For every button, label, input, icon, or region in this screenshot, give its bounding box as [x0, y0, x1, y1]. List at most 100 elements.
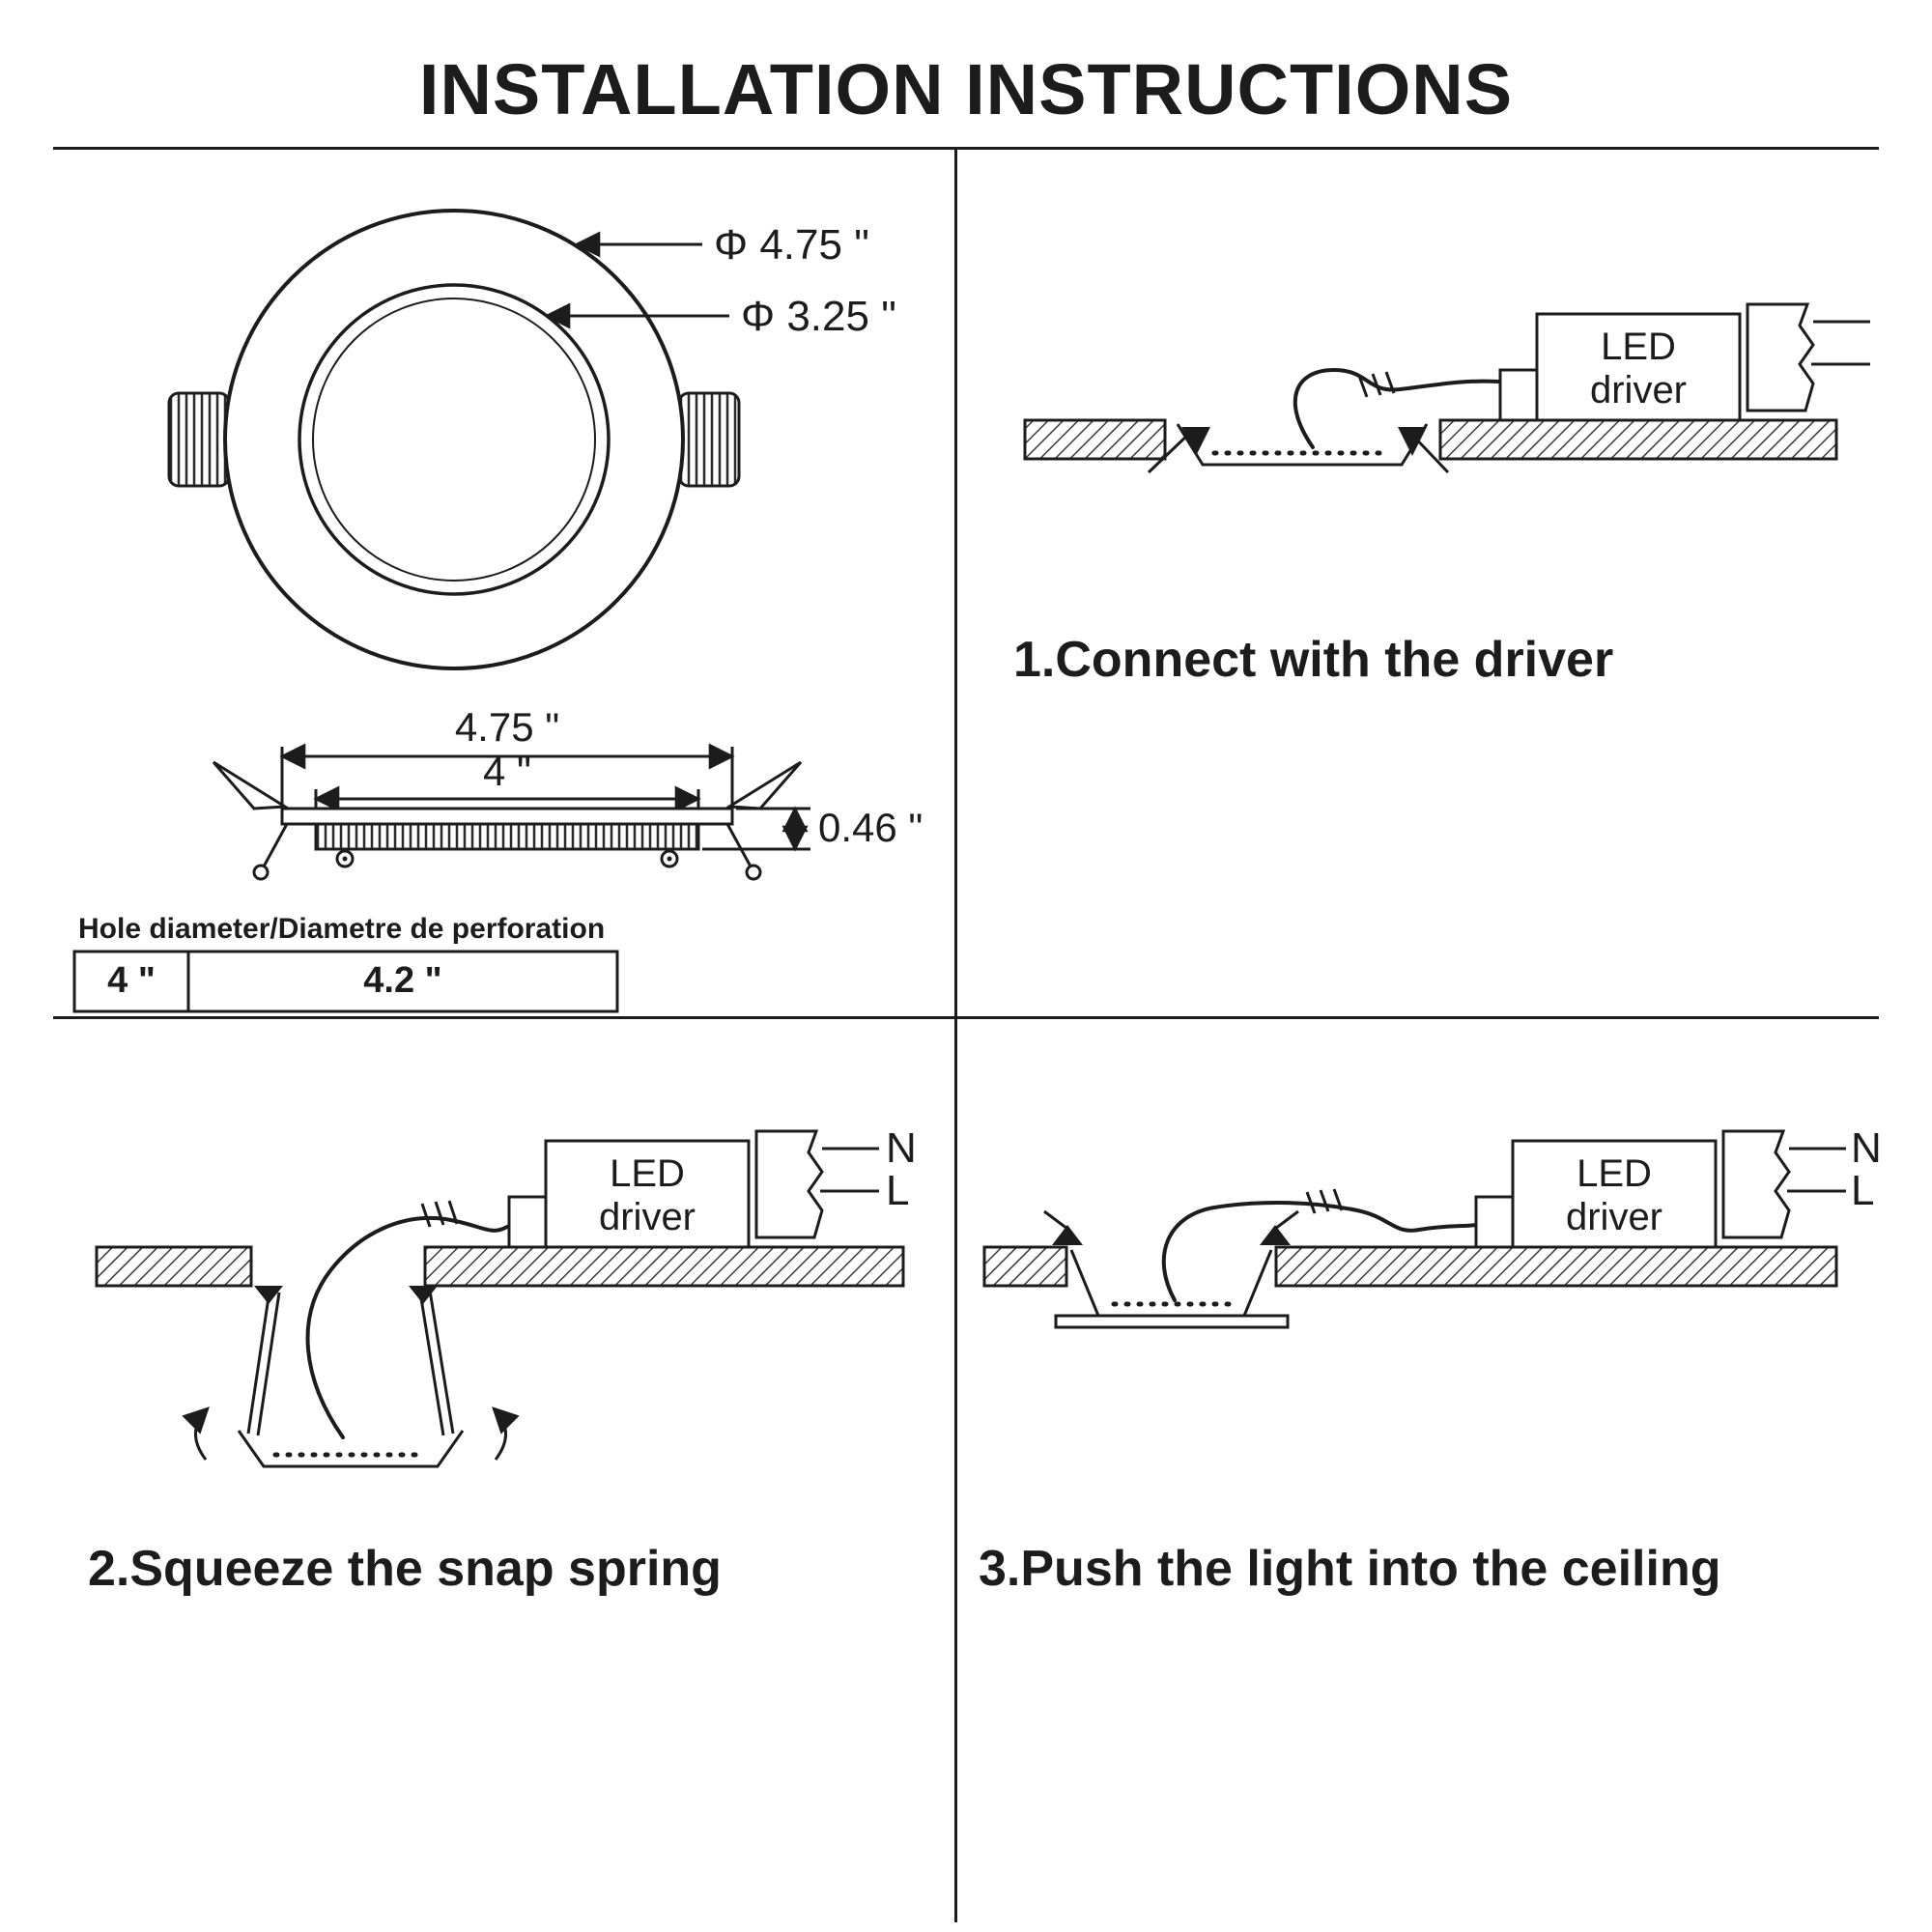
spring-foot-right: [409, 1286, 438, 1304]
squeeze-arrow-left: [182, 1406, 210, 1461]
divider-vertical: [954, 147, 957, 1922]
driver-box: [1535, 312, 1742, 422]
screw-left-dot: [342, 856, 348, 862]
divider-horizontal: [53, 1016, 1879, 1019]
driver-label-line1: LED: [1577, 1152, 1652, 1195]
connector-tick: [1319, 1189, 1330, 1212]
connector-tick: [1357, 375, 1369, 398]
live-label: L: [1877, 340, 1879, 387]
mains-terminal-block: [754, 1129, 824, 1239]
driver-label-line2: driver: [1590, 369, 1687, 412]
driver-box: [1511, 1139, 1718, 1249]
led-driver-assembly: LED driver N L: [1474, 1124, 1879, 1249]
downlight-fixture: [1043, 1209, 1299, 1329]
dimensions-panel: Φ 4.75 " Φ 3.25 " 4.75 " 4 " 0.46 " Hole…: [72, 209, 923, 1013]
spring-foot-left: [1052, 1225, 1083, 1245]
driver-label-line1: LED: [610, 1152, 685, 1195]
led-driver-assembly: LED driver N L: [507, 1124, 917, 1249]
snap-spring-left: [212, 760, 290, 810]
connector-tick: [434, 1201, 445, 1226]
connection-wire: [305, 1215, 509, 1439]
fixture-dish: [237, 1430, 465, 1468]
connector-tick: [420, 1203, 432, 1228]
spring-arm-left: [246, 1290, 271, 1435]
driver-input-connector: [507, 1195, 548, 1249]
spring-arm-right: [1274, 1209, 1299, 1231]
trim-flange: [1054, 1314, 1290, 1329]
led-driver-assembly: LED driver N L: [1498, 298, 1879, 422]
live-label: L: [1851, 1167, 1874, 1214]
hole-size-value: 4 ": [107, 960, 156, 1001]
squeeze-arrow-right: [492, 1406, 520, 1461]
downlight-side-view: 4.75 " 4 " 0.46 ": [212, 704, 923, 881]
ceiling-left: [95, 1245, 253, 1288]
lens-diameter-label: Φ 3.25 ": [741, 293, 896, 340]
connector-tick: [1305, 1191, 1317, 1214]
page-title: INSTALLATION INSTRUCTIONS: [418, 49, 1514, 129]
downlight-fixture: [182, 1286, 520, 1468]
divider-top: [53, 147, 1879, 150]
body-height-label: 0.46 ": [818, 805, 923, 850]
wire-connector: [1357, 371, 1396, 398]
lens-inner-ring: [312, 298, 596, 582]
body-width-label: 4 ": [483, 749, 531, 794]
neutral-label: N: [1877, 298, 1879, 345]
connection-wire: [1161, 1201, 1478, 1302]
heatsink-body: [314, 822, 700, 851]
live-label: L: [886, 1167, 909, 1214]
driver-label-line2: driver: [599, 1196, 696, 1238]
ceiling-left: [1023, 418, 1167, 461]
driver-box: [544, 1139, 751, 1249]
connector-tick: [1332, 1188, 1344, 1211]
spring-foot-right: [1260, 1225, 1291, 1245]
step-2-caption: 2.Squeeze the snap spring: [88, 1541, 722, 1597]
spring-arm-left: [1147, 430, 1193, 474]
driver-label-line1: LED: [1601, 326, 1676, 368]
spring-foot-left: [254, 1286, 283, 1304]
spring-arm-left-2: [256, 1292, 281, 1436]
connector-tick: [1384, 371, 1396, 394]
step-3-panel: LED driver N L 3.Push the light into the…: [979, 1124, 1879, 1597]
ceiling-left: [982, 1245, 1068, 1288]
hole-table-box: [72, 950, 619, 1013]
spring-arm-right-2: [418, 1292, 445, 1436]
downlight-fixture: [1147, 423, 1450, 474]
lens-circle: [298, 283, 611, 596]
driver-input-connector: [1474, 1195, 1515, 1249]
mains-terminal-block: [1721, 1129, 1791, 1239]
step-1-caption: 1.Connect with the driver: [1013, 632, 1613, 688]
hole-diameter-table: Hole diameter/Diametre de perforation 4 …: [72, 913, 619, 1013]
bezel-outer-circle: [223, 209, 685, 670]
spring-tab-right: [677, 391, 741, 488]
fixture-dish: [1069, 1249, 1273, 1318]
snap-spring-left: [1181, 427, 1210, 456]
step-1-panel: LED driver N L 1.Connect with the driver: [1013, 298, 1879, 688]
snap-spring-right: [1398, 427, 1427, 456]
trim-flange: [280, 807, 734, 826]
hole-table-title: Hole diameter/Diametre de perforation: [78, 913, 605, 945]
neutral-label: N: [1851, 1124, 1879, 1172]
ceiling-right: [423, 1245, 905, 1288]
spring-pivot-left: [252, 864, 270, 881]
flange-width-label: 4.75 ": [455, 704, 559, 750]
spring-arm-right: [725, 823, 753, 867]
ceiling-section: [95, 1245, 905, 1288]
step-2-panel: LED driver N L 2.Squeeze the snap spring: [88, 1124, 917, 1597]
spring-tab-left: [167, 391, 231, 488]
driver-label-line2: driver: [1566, 1196, 1662, 1238]
cutout-size-value: 4.2 ": [363, 960, 441, 1001]
driver-input-connector: [1498, 368, 1539, 422]
spring-arm-right: [1407, 430, 1450, 474]
snap-spring-right: [724, 760, 803, 810]
wire-connector: [1305, 1188, 1344, 1214]
step-3-caption: 3.Push the light into the ceiling: [979, 1541, 1720, 1597]
spring-pivot-right: [745, 864, 762, 881]
spring-arm-left: [262, 823, 289, 867]
wire-connector: [420, 1200, 459, 1228]
connection-wire: [1293, 367, 1500, 449]
downlight-top-view: Φ 4.75 " Φ 3.25 ": [167, 209, 896, 670]
neutral-label: N: [886, 1124, 917, 1172]
ceiling-section: [1023, 418, 1838, 461]
outer-diameter-label: Φ 4.75 ": [714, 221, 869, 269]
ceiling-right: [1438, 418, 1838, 461]
